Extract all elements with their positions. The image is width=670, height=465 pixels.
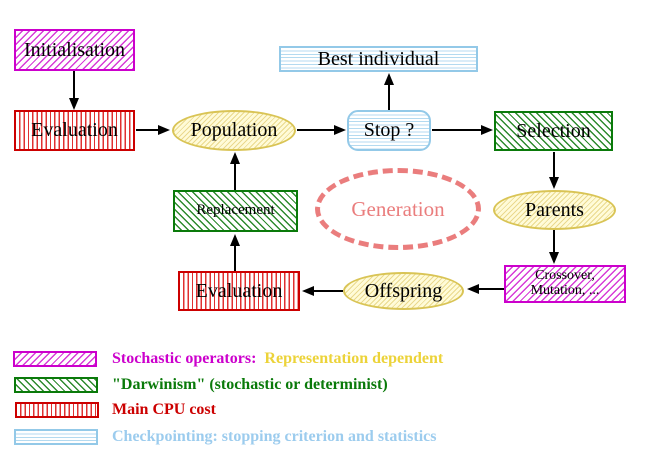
node-replacement-label: Replacement — [196, 202, 275, 219]
arrow-eval-to-replacement-head — [230, 234, 240, 246]
arrow-stop-to-best-line — [388, 84, 390, 110]
node-crossover-line1: Crossover, — [535, 268, 595, 284]
node-initialisation: Initialisation — [14, 29, 135, 71]
legend-swatch-checkpointing — [14, 429, 98, 445]
arrow-population-to-stop-line — [297, 129, 335, 131]
node-stop-label: Stop ? — [363, 119, 415, 141]
arrow-parents-to-crossover-line — [553, 230, 555, 253]
generation-label: Generation — [351, 196, 445, 221]
arrow-eval-to-population-line — [136, 129, 159, 131]
legend-swatch-main-cpu-cost — [15, 402, 99, 418]
node-evaluation-bottom-label: Evaluation — [195, 279, 283, 302]
node-evaluation-top-label: Evaluation — [31, 119, 118, 141]
arrow-init-to-eval-head — [69, 98, 79, 110]
node-selection: Selection — [494, 111, 613, 151]
node-initialisation-label: Initialisation — [23, 38, 126, 61]
node-parents: Parents — [493, 190, 616, 230]
generation-loop-ellipse: Generation — [315, 168, 481, 250]
arrow-eval-to-population-head — [158, 125, 170, 135]
legend-swatch-darwinism — [14, 377, 98, 393]
legend-label-darwinism: "Darwinism" (stochastic or determinist) — [112, 376, 388, 393]
arrow-stop-to-selection-line — [432, 129, 482, 131]
arrow-offspring-to-eval-line — [314, 290, 343, 292]
node-offspring: Offspring — [343, 272, 464, 310]
legend-label-checkpointing: Checkpointing: stopping criterion and st… — [112, 428, 437, 445]
node-best-individual-label: Best individual — [317, 47, 440, 70]
node-population-label: Population — [190, 119, 278, 141]
arrow-eval-to-replacement-line — [234, 246, 236, 271]
arrow-offspring-to-eval-head — [302, 286, 314, 296]
node-offspring-label: Offspring — [364, 279, 443, 302]
arrow-selection-to-parents-head — [549, 177, 559, 189]
arrow-parents-to-crossover-head — [549, 252, 559, 264]
node-selection-label: Selection — [516, 119, 591, 142]
arrow-replacement-to-population-head — [230, 152, 240, 164]
arrow-selection-to-parents-line — [553, 152, 555, 178]
legend-label-main-cpu-cost: Main CPU cost — [112, 401, 216, 418]
arrow-init-to-eval-line — [73, 71, 75, 99]
node-best-individual: Best individual — [279, 46, 478, 72]
arrow-replacement-to-population-line — [234, 164, 236, 190]
arrow-crossover-to-offspring-line — [479, 288, 504, 290]
node-crossover-line2: Mutation, ... — [530, 283, 600, 298]
node-parents-label: Parents — [525, 198, 584, 221]
node-replacement: Replacement — [173, 190, 298, 232]
node-evaluation-top: Evaluation — [14, 110, 135, 151]
node-crossover-mutation: Crossover, Mutation, ... — [504, 265, 626, 303]
node-stop: Stop ? — [347, 110, 431, 151]
arrow-population-to-stop-head — [334, 125, 346, 135]
legend-label-stochastic-operators: Stochastic operators: — [112, 350, 257, 367]
legend-label-representation-dependent: Representation dependent — [264, 350, 444, 367]
arrow-crossover-to-offspring-head — [467, 284, 479, 294]
node-population: Population — [172, 110, 296, 151]
legend-row-stochastic-operators: Stochastic operators: Representation depe… — [112, 350, 443, 368]
node-evaluation-bottom: Evaluation — [178, 271, 300, 311]
arrow-stop-to-selection-head — [481, 125, 493, 135]
legend-swatch-stochastic-operators — [13, 351, 97, 367]
arrow-stop-to-best-head — [384, 73, 394, 85]
